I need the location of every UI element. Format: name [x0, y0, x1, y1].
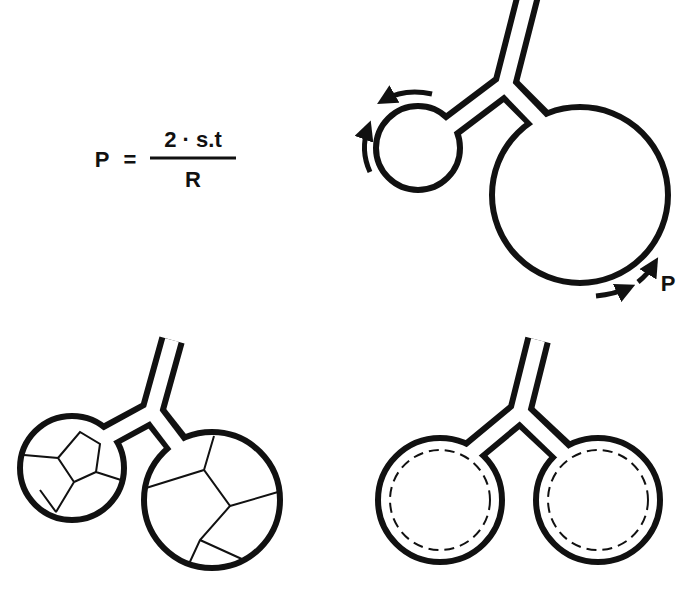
formula-denominator: R	[185, 167, 201, 192]
tension-arrow	[364, 92, 654, 296]
formula-operator-holder: =	[124, 149, 137, 171]
formula-operator: =	[124, 147, 137, 172]
alveolus	[536, 438, 660, 562]
formula-denominator-holder: R	[185, 169, 201, 191]
formula-symbol-holder: P	[95, 149, 110, 171]
alveolus	[378, 438, 502, 562]
pressure-label-holder: P	[661, 273, 676, 295]
pressure-label: P	[661, 271, 676, 296]
surfactant-layer	[390, 450, 648, 550]
fraction-bar	[150, 157, 236, 160]
alveoli	[20, 106, 668, 568]
airway-lumen	[90, 0, 574, 464]
small-alveolus	[376, 106, 460, 190]
surface-network	[24, 432, 278, 566]
formula-numerator-holder: 2 · s.t	[164, 129, 221, 151]
formula-symbol: P	[95, 147, 110, 172]
large-alveolus	[492, 107, 668, 283]
formula-numerator: 2 · s.t	[164, 127, 221, 152]
large-alveolus	[144, 432, 280, 568]
